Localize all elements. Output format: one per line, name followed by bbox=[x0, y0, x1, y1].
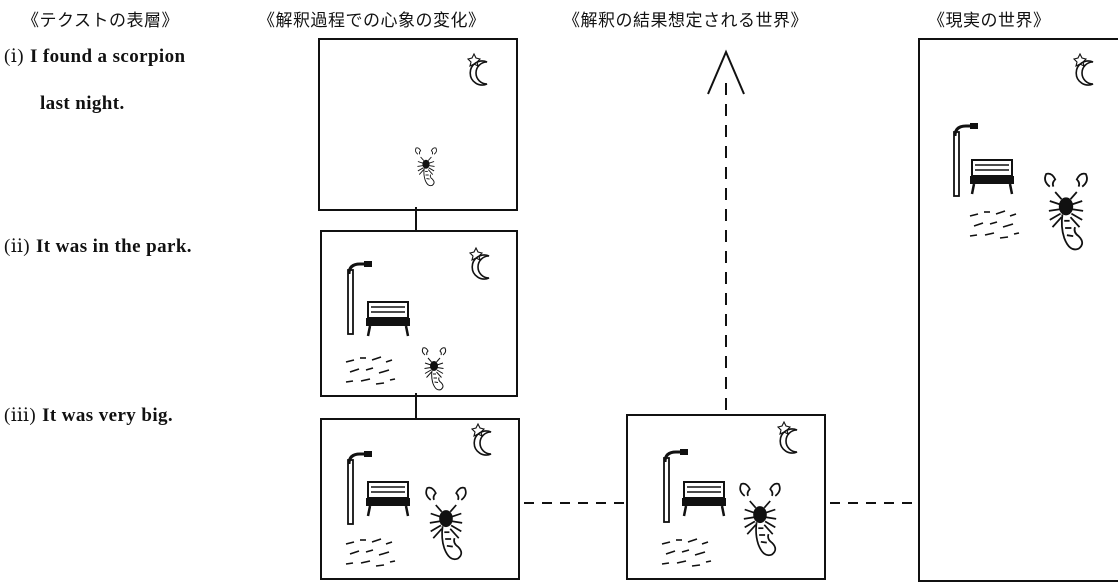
scorpion-icon bbox=[739, 482, 781, 557]
sentence-number: (ⅰ) bbox=[4, 46, 24, 67]
connector-line bbox=[415, 207, 417, 231]
grass-icon bbox=[969, 210, 1020, 239]
grass-icon bbox=[345, 538, 396, 567]
header-real-world: 《現実の世界》 bbox=[928, 11, 1051, 31]
scorpion-icon bbox=[1044, 172, 1088, 251]
sentence-number: (ⅱ) bbox=[4, 236, 31, 257]
grass-icon bbox=[661, 538, 712, 567]
sentence-2: (ⅱ)It was in the park. bbox=[4, 235, 192, 258]
sentence-3: (ⅲ)It was very big. bbox=[4, 404, 173, 427]
sentence-number: (ⅲ) bbox=[4, 405, 37, 426]
panel-real-world bbox=[918, 38, 1118, 582]
sentence-1-continued: last night. bbox=[40, 93, 125, 115]
scorpion-icon bbox=[425, 486, 467, 561]
grass-icon bbox=[345, 356, 396, 385]
moon-star-icon bbox=[467, 53, 488, 86]
scorpion-icon bbox=[421, 347, 447, 391]
header-interpretation-process: 《解釈過程での心象の変化》 bbox=[258, 11, 486, 31]
bench-icon bbox=[968, 158, 1016, 196]
header-interpretation-result: 《解釈の結果想定される世界》 bbox=[563, 11, 808, 31]
connector-line bbox=[415, 393, 417, 419]
scorpion-icon bbox=[415, 147, 437, 187]
header-text-surface: 《テクストの表層》 bbox=[22, 11, 179, 31]
panel-interpreted-world bbox=[626, 414, 826, 580]
sentence-text: last night. bbox=[40, 93, 125, 114]
sentence-text: It was in the park. bbox=[36, 236, 192, 257]
arrow-up-icon bbox=[707, 49, 745, 95]
moon-star-icon bbox=[469, 247, 490, 280]
sentence-text: It was very big. bbox=[42, 405, 174, 426]
sentence-text: I found a scorpion bbox=[29, 46, 186, 67]
panel-scene-1 bbox=[318, 38, 518, 211]
bench-icon bbox=[364, 480, 412, 518]
bench-icon bbox=[364, 300, 412, 338]
bench-icon bbox=[680, 480, 728, 518]
sentence-1: (ⅰ)I found a scorpion bbox=[4, 45, 185, 68]
moon-star-icon bbox=[777, 421, 798, 454]
moon-star-icon bbox=[471, 423, 492, 456]
moon-star-icon bbox=[1073, 53, 1094, 86]
